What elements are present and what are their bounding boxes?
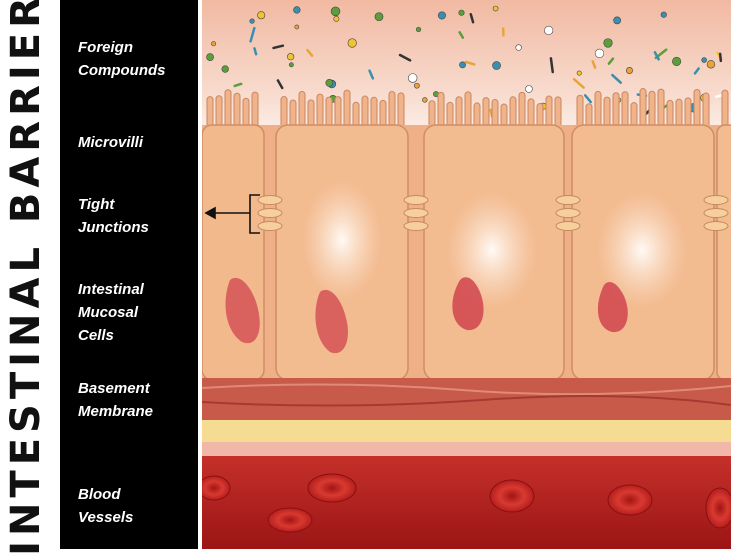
label-foreign-compounds: Foreign Compounds xyxy=(78,36,166,82)
title-text: INTESTINAL BARRIER xyxy=(3,0,49,556)
label-basement-membrane: Basement Membrane xyxy=(78,377,153,423)
intestinal-barrier-illustration xyxy=(202,0,731,549)
mucosal-cells xyxy=(202,125,731,380)
label-tight-junctions: Tight Junctions xyxy=(78,193,149,239)
vertical-title: INTESTINAL BARRIER xyxy=(0,0,52,549)
label-mucosal-cells: Intestinal Mucosal Cells xyxy=(78,278,144,347)
blood-vessel xyxy=(202,456,731,549)
basement-membrane xyxy=(202,378,731,456)
label-microvilli: Microvilli xyxy=(78,131,143,154)
label-panel: Foreign Compounds Microvilli Tight Junct… xyxy=(60,0,198,549)
label-blood-vessels: Blood Vessels xyxy=(78,483,133,529)
